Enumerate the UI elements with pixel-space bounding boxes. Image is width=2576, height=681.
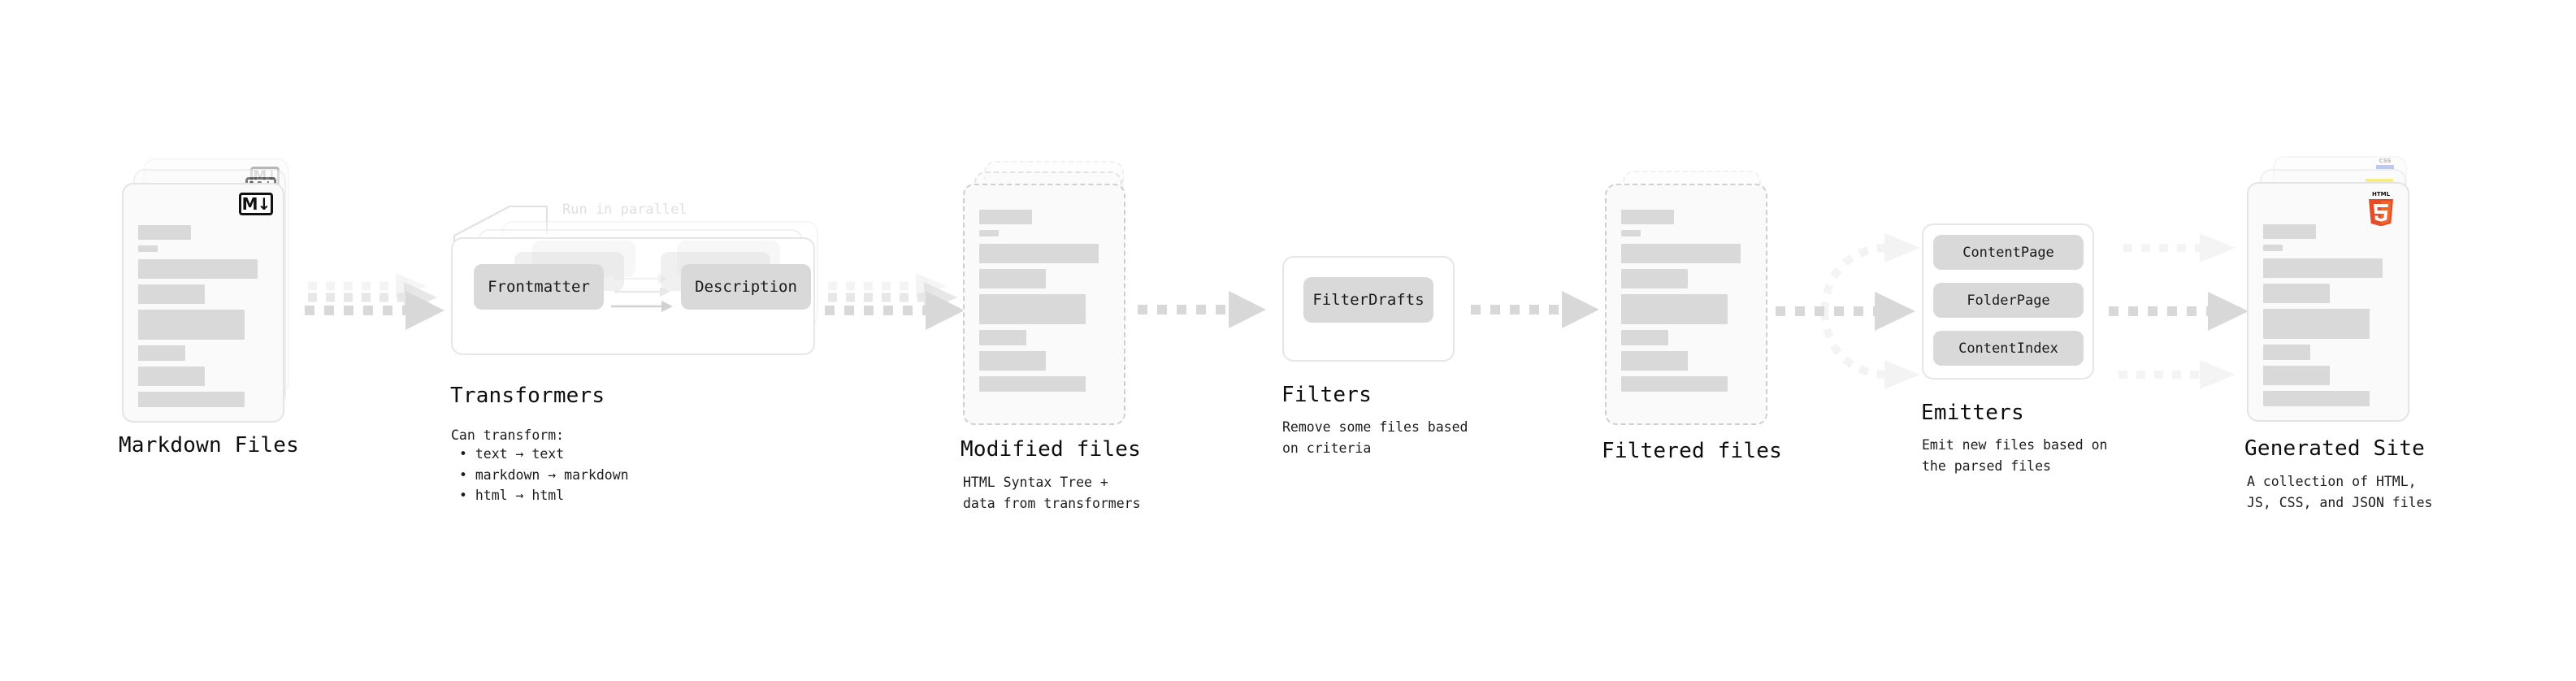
stage-markdown-files: M↓ M↓ M↓ Markdown Files	[119, 158, 299, 458]
svg-text:HTML: HTML	[2372, 191, 2391, 197]
modified-files-description: HTML Syntax Tree + data from transformer…	[963, 475, 1141, 511]
filters-description: Remove some files based on criteria	[1282, 419, 1468, 456]
content-bar	[1621, 269, 1688, 288]
content-bar	[1621, 330, 1668, 345]
content-bar	[1621, 294, 1728, 324]
content-bar	[2263, 284, 2330, 303]
content-bar	[2263, 309, 2370, 339]
content-bar	[2263, 345, 2310, 360]
html5-icon: HTML	[2364, 189, 2398, 227]
markdown-file-stack: M↓ M↓ M↓	[122, 158, 297, 423]
content-bar	[138, 245, 158, 252]
arrow-filters-to-filtered	[1471, 283, 1609, 335]
content-bar	[979, 294, 1086, 324]
transformers-bullet-item: • text → text	[459, 446, 565, 462]
content-bar	[979, 244, 1099, 263]
content-bar	[979, 210, 1032, 224]
chip-contentindex[interactable]: ContentIndex	[1933, 331, 2084, 366]
content-bar	[2263, 224, 2316, 239]
content-bar	[138, 310, 245, 340]
arrow-emitters-to-site	[2109, 232, 2263, 390]
content-bar	[138, 225, 191, 240]
stage-title-generated-site: Generated Site	[2244, 436, 2425, 461]
transformers-description: Can transform:	[451, 427, 565, 443]
content-bar	[1621, 210, 1674, 224]
content-bar	[138, 367, 205, 386]
transformers-bullets: • text → text • markdown → markdown • ht…	[459, 444, 629, 506]
stage-title-filtered-files: Filtered files	[1602, 439, 1782, 463]
generated-site-description: A collection of HTML, JS, CSS, and JSON …	[2247, 474, 2433, 510]
transformer-internal-arrows	[608, 270, 685, 323]
content-bar	[979, 351, 1046, 371]
generated-site-stack: CSS HTML	[2247, 156, 2422, 424]
markdown-badge: M↓	[239, 193, 273, 215]
site-card-front-html: HTML	[2247, 182, 2409, 422]
arrow-modified-to-filters	[1138, 283, 1276, 335]
content-bar	[979, 269, 1046, 288]
content-bar	[2263, 366, 2330, 385]
filtered-file-stack	[1605, 171, 1780, 431]
content-bar	[979, 330, 1026, 345]
arrow-filtered-to-emitters	[1776, 232, 1930, 390]
content-bar	[138, 392, 245, 407]
chip-contentpage[interactable]: ContentPage	[1933, 235, 2084, 270]
content-bar	[138, 259, 258, 279]
stage-filtered-files: Filtered files	[1602, 171, 1782, 463]
content-bar	[2263, 258, 2383, 278]
chip-folderpage[interactable]: FolderPage	[1933, 283, 2084, 318]
chip-description[interactable]: Description	[681, 264, 811, 310]
chip-filterdrafts[interactable]: FilterDrafts	[1303, 277, 1433, 323]
arrow-markdown-to-transformers	[305, 268, 451, 349]
content-bar	[1621, 244, 1741, 263]
content-bar	[138, 284, 205, 304]
emitters-description: Emit new files based on the parsed files	[1922, 437, 2108, 474]
content-bar	[1621, 230, 1641, 236]
stage-title-markdown-files: Markdown Files	[119, 433, 299, 458]
run-in-parallel-label: Run in parallel	[562, 202, 687, 218]
transformers-bullet-item: • html → html	[459, 488, 565, 504]
markdown-card-front: M↓	[122, 183, 284, 423]
content-bar	[2263, 391, 2370, 406]
content-bar	[138, 345, 185, 361]
content-bar	[1621, 351, 1688, 371]
stage-title-emitters: Emitters	[1921, 401, 2024, 425]
content-bar	[2263, 245, 2283, 251]
transformers-bullet-item: • markdown → markdown	[459, 466, 629, 483]
stage-title-transformers: Transformers	[450, 384, 605, 408]
content-bar	[979, 230, 999, 236]
stage-modified-files: Modified files HTML Syntax Tree + data f…	[961, 161, 1141, 511]
modified-card-front	[963, 184, 1125, 425]
filtered-card-front	[1605, 184, 1767, 425]
stage-generated-site: CSS HTML	[2244, 156, 2432, 510]
stage-title-modified-files: Modified files	[961, 437, 1141, 462]
stage-title-filters: Filters	[1281, 383, 1372, 407]
css-icon-label: CSS	[2379, 158, 2392, 164]
modified-file-stack	[963, 161, 1138, 429]
arrow-transformers-to-modified	[825, 268, 971, 349]
content-bar	[979, 376, 1086, 392]
css-icon: CSS	[2376, 158, 2394, 169]
content-bar	[1621, 376, 1728, 392]
chip-frontmatter[interactable]: Frontmatter	[474, 264, 604, 310]
